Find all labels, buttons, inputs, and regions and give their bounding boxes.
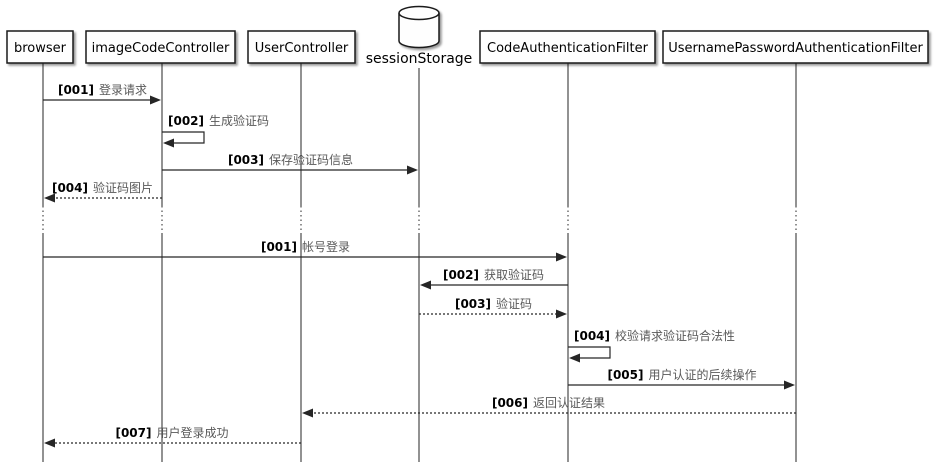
participant-label-username-password-authentication-filter: UsernamePasswordAuthenticationFilter [668, 41, 923, 56]
arrowhead [556, 309, 567, 319]
arrowhead [407, 165, 418, 175]
participant-label-user-controller: UserController [255, 41, 349, 56]
message-number: [007] [115, 426, 151, 440]
message-number: [002] [168, 114, 204, 128]
message-label: [007] 用户登录成功 [115, 425, 228, 440]
arrowhead [420, 280, 431, 290]
arrowhead [150, 95, 161, 105]
message-text: 登录请求 [99, 82, 147, 97]
message-8: [004] 校验请求验证码合法性 [568, 328, 735, 363]
message-text: 保存验证码信息 [269, 152, 353, 167]
self-message-line [162, 131, 205, 144]
arrowhead [44, 193, 55, 203]
message-number: [001] [58, 83, 94, 97]
arrowhead [163, 138, 174, 148]
message-number: [001] [261, 240, 297, 254]
message-number: [006] [492, 396, 528, 410]
participant-session-storage: sessionStorage [366, 5, 473, 67]
message-label: [001] 帐号登录 [261, 239, 350, 254]
arrowhead [302, 408, 313, 418]
arrowhead [556, 252, 567, 262]
message-label: [001] 登录请求 [58, 82, 147, 97]
message-label: [006] 返回认证结果 [492, 396, 605, 410]
message-label: [004] 校验请求验证码合法性 [574, 328, 735, 343]
arrowhead [44, 438, 55, 448]
participant-box-code-authentication-filter [479, 30, 656, 64]
participant-label-image-code-controller: imageCodeController [92, 41, 230, 56]
participant-label-session-storage: sessionStorage [366, 51, 473, 67]
message-7: [003] 验证码 [419, 296, 567, 319]
participant-code-authentication-filter: CodeAuthenticationFilter [479, 30, 656, 64]
message-5: [001] 帐号登录 [43, 239, 567, 262]
message-text: 用户认证的后续操作 [649, 367, 757, 382]
participant-label-browser: browser [14, 41, 67, 56]
message-text: 校验请求验证码合法性 [615, 328, 735, 343]
message-text: 帐号登录 [302, 239, 350, 254]
message-text: 验证码图片 [93, 180, 153, 195]
message-text: 验证码 [496, 296, 532, 311]
message-9: [005] 用户认证的后续操作 [568, 367, 795, 390]
message-number: [004] [574, 329, 610, 343]
participant-box-browser [6, 30, 74, 64]
message-text: 获取验证码 [484, 267, 544, 282]
database-icon [398, 5, 440, 49]
database-top [398, 5, 440, 21]
message-label: [003] 保存验证码信息 [228, 152, 353, 167]
message-label: [005] 用户认证的后续操作 [607, 367, 756, 382]
message-6: [002] 获取验证码 [420, 267, 568, 290]
message-2: [002] 生成验证码 [162, 113, 269, 148]
message-number: [004] [52, 181, 88, 195]
arrowhead [784, 380, 795, 390]
database-body [398, 13, 440, 49]
participant-username-password-authentication-filter: UsernamePasswordAuthenticationFilter [662, 30, 929, 64]
participant-label-code-authentication-filter: CodeAuthenticationFilter [487, 41, 649, 56]
participant-box-image-code-controller [85, 30, 236, 64]
message-number: [005] [607, 368, 643, 382]
message-text: 生成验证码 [209, 113, 269, 128]
message-label: [002] 生成验证码 [168, 113, 269, 128]
message-label: [004] 验证码图片 [52, 180, 153, 195]
self-message-line [568, 346, 611, 359]
message-label: [003] 验证码 [455, 296, 532, 311]
participant-box-username-password-authentication-filter [662, 30, 929, 64]
message-label: [002] 获取验证码 [443, 267, 544, 282]
message-10: [006] 返回认证结果 [302, 396, 796, 418]
message-text: 用户登录成功 [157, 425, 229, 440]
participant-user-controller: UserController [247, 30, 356, 64]
arrowhead [569, 353, 580, 363]
message-3: [003] 保存验证码信息 [162, 152, 418, 175]
message-number: [003] [455, 297, 491, 311]
message-number: [002] [443, 268, 479, 282]
participant-box-user-controller [247, 30, 356, 64]
message-11: [007] 用户登录成功 [44, 425, 301, 448]
message-number: [003] [228, 153, 264, 167]
participant-browser: browser [6, 30, 74, 64]
message-4: [004] 验证码图片 [44, 180, 162, 203]
message-1: [001] 登录请求 [43, 82, 161, 105]
message-text: 返回认证结果 [533, 396, 605, 410]
participant-image-code-controller: imageCodeController [85, 30, 236, 64]
